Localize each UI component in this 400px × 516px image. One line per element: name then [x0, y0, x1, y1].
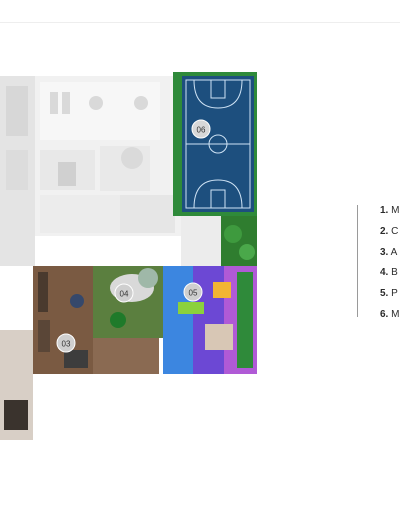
legend-divider — [357, 205, 358, 317]
legend-item: 1. M — [380, 205, 400, 216]
lounge-sofa — [4, 400, 28, 430]
shrub — [110, 312, 126, 328]
marker-05-circle — [183, 282, 203, 302]
gym-ball — [70, 294, 84, 308]
gym-floor-east — [93, 338, 159, 374]
marker-05-label: 05 — [189, 289, 198, 298]
legend-item: 4. B — [380, 267, 398, 279]
plant — [239, 244, 255, 260]
play-block-yellow — [213, 282, 231, 298]
lower-room — [40, 195, 120, 233]
legend-item: 2. C — [380, 225, 399, 237]
left-room-2 — [6, 150, 28, 190]
legend-item: 3. A — [380, 246, 398, 258]
gym-equipment — [38, 272, 48, 312]
legend-item: 5. P — [380, 288, 398, 300]
gym-machine — [64, 350, 88, 368]
legend-item: 6. M — [380, 308, 400, 320]
lower-room-2 — [120, 195, 175, 233]
court-lines — [185, 79, 251, 209]
corridor — [181, 216, 221, 268]
play-block-green — [178, 302, 204, 314]
marker-03-circle — [56, 333, 76, 353]
marker-06-circle — [191, 119, 211, 139]
amenities-legend: 1. M 2. C 3. A 4. B 5. P 6. M — [380, 201, 400, 326]
marker-04-circle — [114, 283, 134, 303]
lounge-room — [40, 82, 160, 140]
garden-plants — [221, 216, 257, 268]
play-area-zone-blue — [163, 266, 193, 374]
left-room — [6, 86, 28, 136]
marker-03-label: 03 — [62, 340, 71, 349]
gym-equipment-2 — [38, 320, 50, 352]
kitchen-island — [121, 147, 143, 169]
fountain — [138, 268, 158, 288]
plant — [224, 225, 242, 243]
table-set — [50, 92, 148, 114]
play-hedge — [237, 272, 253, 368]
marker-04-label: 04 — [120, 290, 129, 299]
marker-06-label: 06 — [197, 126, 206, 135]
top-divider — [0, 22, 400, 23]
play-structure — [205, 324, 233, 350]
dining-table — [58, 162, 76, 186]
